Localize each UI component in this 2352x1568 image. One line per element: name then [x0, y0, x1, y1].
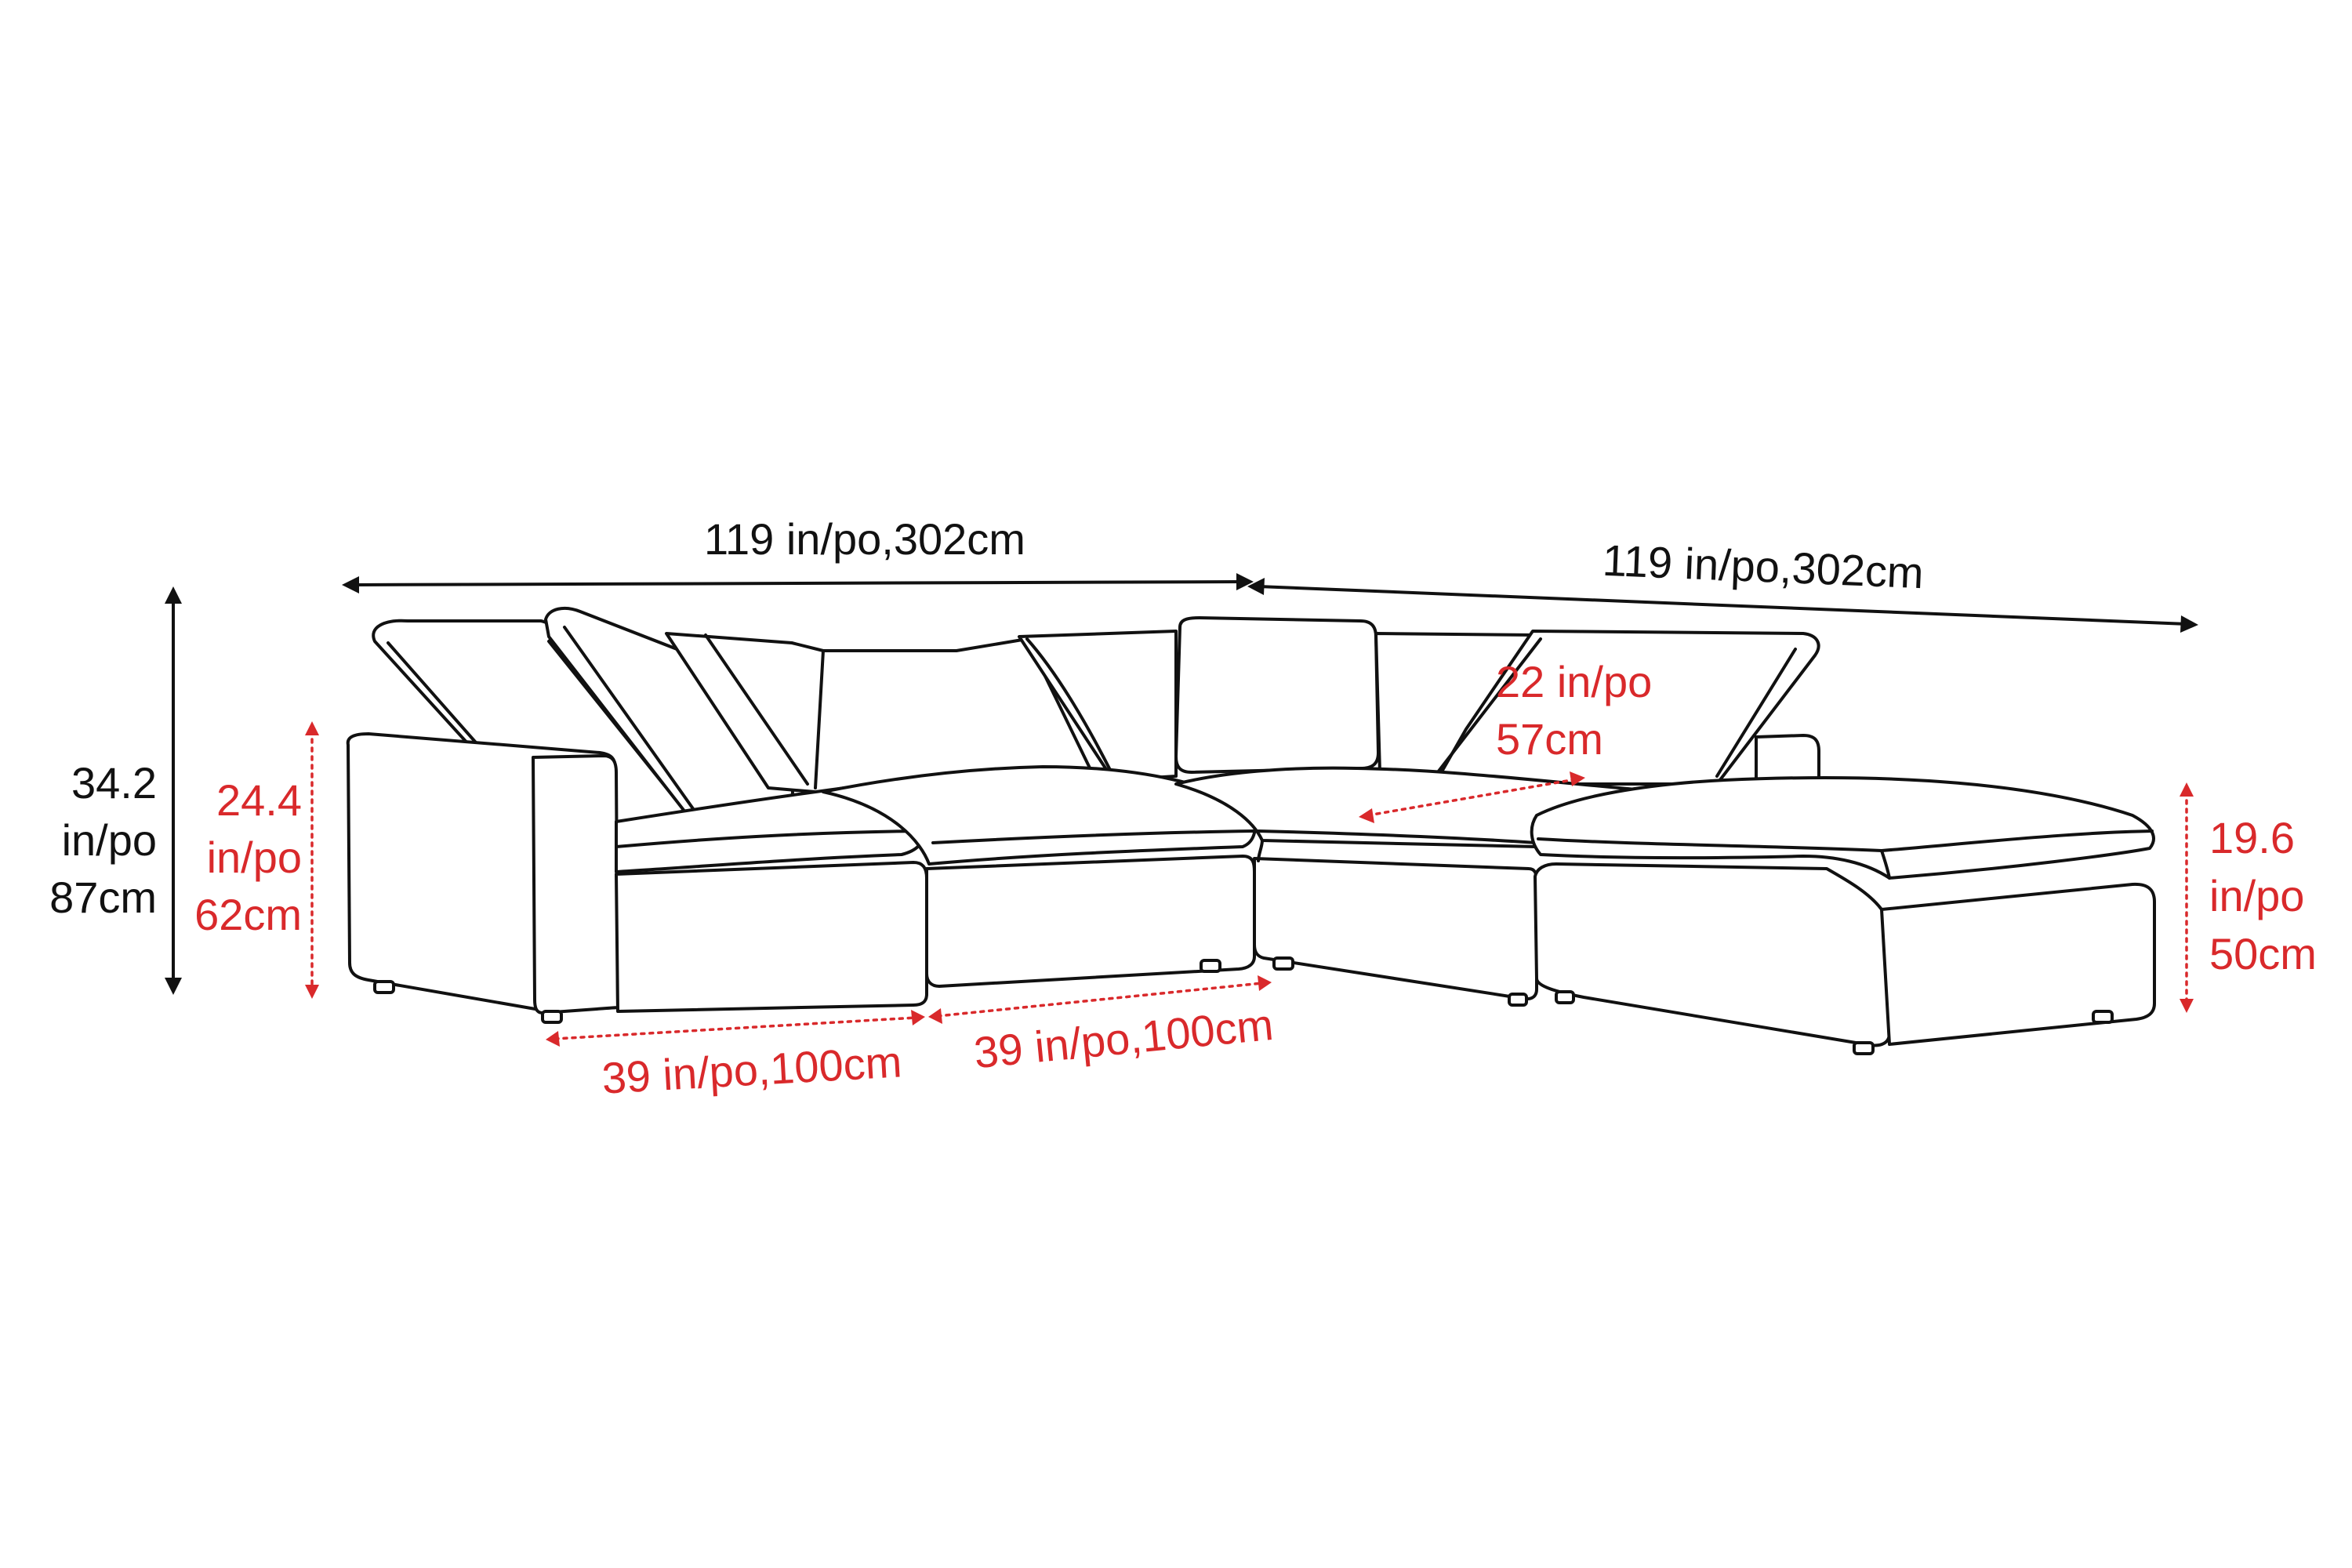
label-module-width-2: 39 in/po,100cm — [972, 1000, 1276, 1077]
sectional-sofa-illustration — [346, 606, 2156, 1055]
foot — [1555, 990, 1575, 1004]
label-seat-height-line2: in/po — [207, 833, 302, 882]
seat-base-left — [615, 861, 928, 1013]
back-cushion-corner — [1174, 616, 1380, 774]
label-seat-depth-line2: 57cm — [1496, 714, 1603, 764]
dimension-seat-height — [305, 721, 319, 999]
dimension-seat-depth — [1359, 771, 1585, 823]
label-overall-height: 34.2 in/po 87cm — [49, 758, 157, 922]
label-width-right: 119 in/po,302cm — [1602, 535, 1925, 597]
label-overall-height-line2: in/po — [62, 815, 157, 865]
dimension-width-right — [1247, 578, 2198, 633]
foot — [2092, 1010, 2114, 1024]
label-seat-height-line3: 62cm — [194, 890, 302, 939]
ottoman-cushion — [1530, 776, 2155, 880]
foot — [373, 980, 395, 994]
label-ottoman-height-line3: 50cm — [2209, 929, 2317, 978]
label-module-width-1: 39 in/po,100cm — [601, 1036, 903, 1102]
foot — [541, 1010, 563, 1024]
label-ottoman-height-line1: 19.6 — [2209, 813, 2295, 862]
dimension-module-2 — [928, 975, 1272, 1024]
label-ottoman-height-line2: in/po — [2209, 871, 2304, 920]
label-overall-height-line3: 87cm — [49, 873, 157, 922]
seat-base-corner — [1253, 857, 1538, 1001]
seat-cushion-middle — [822, 765, 1257, 866]
foot — [1853, 1041, 1875, 1055]
label-seat-height-line1: 24.4 — [216, 775, 302, 825]
label-seat-depth: 22 in/po 57cm — [1496, 657, 1652, 764]
dimension-ottoman-height — [2180, 782, 2194, 1013]
dimension-height-overall — [165, 586, 182, 995]
seat-base-middle — [925, 855, 1256, 988]
label-ottoman-height: 19.6 in/po 50cm — [2209, 813, 2317, 978]
dimension-module-1 — [546, 1010, 925, 1047]
label-overall-height-line1: 34.2 — [71, 758, 157, 808]
dimension-width-left — [342, 573, 1254, 593]
foot — [1200, 959, 1221, 973]
ottoman-base — [1534, 862, 1892, 1047]
label-seat-height: 24.4 in/po 62cm — [194, 775, 302, 939]
label-seat-depth-line1: 22 in/po — [1496, 657, 1652, 706]
right-arm-stub — [1755, 734, 1820, 789]
label-width-left: 119 in/po,302cm — [704, 514, 1025, 564]
left-arm-front — [532, 754, 619, 1014]
back-cushion-center-2 — [1018, 630, 1178, 782]
foot — [1508, 993, 1528, 1007]
foot — [1272, 956, 1294, 971]
